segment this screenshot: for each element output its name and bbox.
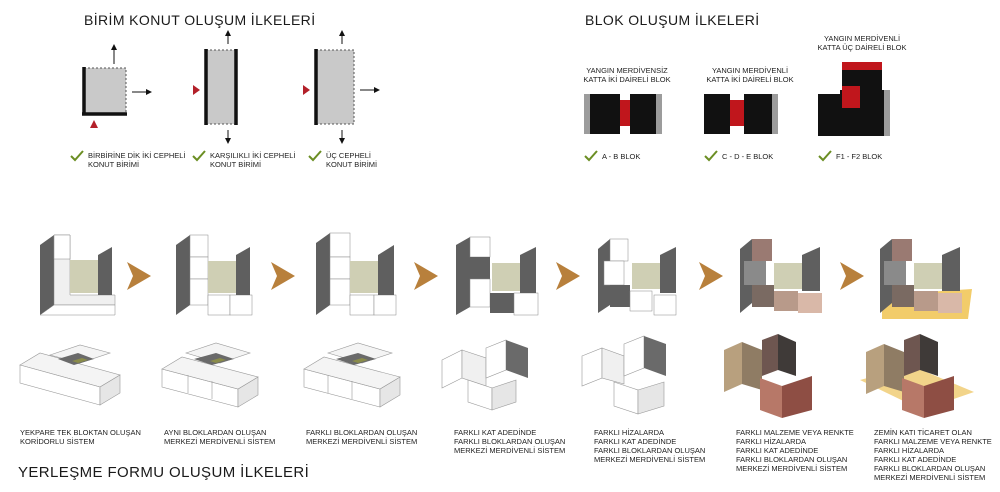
- step-caption-1: YEKPARE TEK BLOKTAN OLUŞAN KORİDORLU SİS…: [20, 428, 141, 446]
- unit-diagram-1: [82, 44, 152, 128]
- plan-step-2: [176, 234, 253, 316]
- massing-step-7: [860, 334, 974, 418]
- block-label-1: A - B BLOK: [602, 152, 641, 161]
- step-caption-5: FARKLI HİZALARDA FARKLI KAT ADEDİNDE FAR…: [594, 428, 706, 464]
- massing-step-1: [19, 344, 121, 406]
- unit-label-2: KARŞILIKLI İKİ CEPHELİ KONUT BİRİMİ: [210, 151, 296, 169]
- step-caption-2: AYNI BLOKLARDAN OLUŞAN MERKEZİ MERDİVENL…: [164, 428, 276, 446]
- chevron-right-icon: [414, 262, 438, 290]
- block-plan-cde: [704, 94, 778, 134]
- unit-label-1: BİRBİRİNE DİK İKİ CEPHELİ KONUT BİRİMİ: [88, 151, 186, 169]
- settlement-section-title: YERLEŞME FORMU OLUŞUM İLKELERİ: [18, 464, 310, 481]
- massing-step-3: [303, 342, 401, 408]
- block-section-title: BLOK OLUŞUM İLKELERİ: [585, 12, 760, 28]
- massing-step-4: [441, 339, 528, 411]
- plan-step-6: [740, 239, 822, 313]
- unit-section-title: BİRİM KONUT OLUŞUM İLKELERİ: [84, 12, 316, 28]
- unit-diagram-2: [193, 30, 238, 144]
- step-caption-6: FARKLI MALZEME VEYA RENKTE FARKLI HİZALA…: [736, 428, 854, 473]
- plan-step-3: [316, 232, 397, 316]
- step-caption-3: FARKLI BLOKLARDAN OLUŞAN MERKEZİ MERDİVE…: [306, 428, 418, 446]
- unit-diagram-3: [303, 30, 380, 144]
- check-icon: [584, 150, 598, 162]
- plan-step-4: [456, 236, 539, 316]
- chevron-right-icon: [556, 262, 580, 290]
- plan-step-7: [880, 239, 972, 319]
- chevron-right-icon: [271, 262, 295, 290]
- block-heading-2: YANGIN MERDİVENLİ KATTA İKİ DAİRELİ BLOK: [706, 66, 794, 84]
- massing-step-6: [724, 334, 812, 418]
- massing-step-5: [581, 335, 666, 415]
- check-icon: [818, 150, 832, 162]
- check-icon: [70, 150, 84, 162]
- chevron-right-icon: [127, 262, 151, 290]
- block-label-2: C - D - E BLOK: [722, 152, 774, 161]
- plan-step-5: [598, 238, 677, 316]
- massing-step-2: [161, 342, 259, 408]
- check-icon: [704, 150, 718, 162]
- block-heading-1: YANGIN MERDİVENSİZ KATTA İKİ DAİRELİ BLO…: [583, 66, 671, 84]
- block-plan-ab: [584, 94, 662, 134]
- check-icon: [192, 150, 206, 162]
- unit-label-3: ÜÇ CEPHELİ KONUT BİRİMİ: [326, 151, 378, 169]
- step-caption-4: FARKLI KAT ADEDİNDE FARKLI BLOKLARDAN OL…: [454, 428, 566, 455]
- chevron-right-icon: [840, 262, 864, 290]
- block-heading-3: YANGIN MERDİVENLİ KATTA ÜÇ DAİRELİ BLOK: [817, 34, 907, 52]
- step-caption-7: ZEMİN KATI TİCARET OLAN FARKLI MALZEME V…: [874, 428, 992, 482]
- chevron-right-icon: [699, 262, 723, 290]
- block-label-3: F1 - F2 BLOK: [836, 152, 883, 161]
- block-plan-f: [818, 62, 890, 136]
- plan-step-1: [39, 234, 116, 316]
- check-icon: [308, 150, 322, 162]
